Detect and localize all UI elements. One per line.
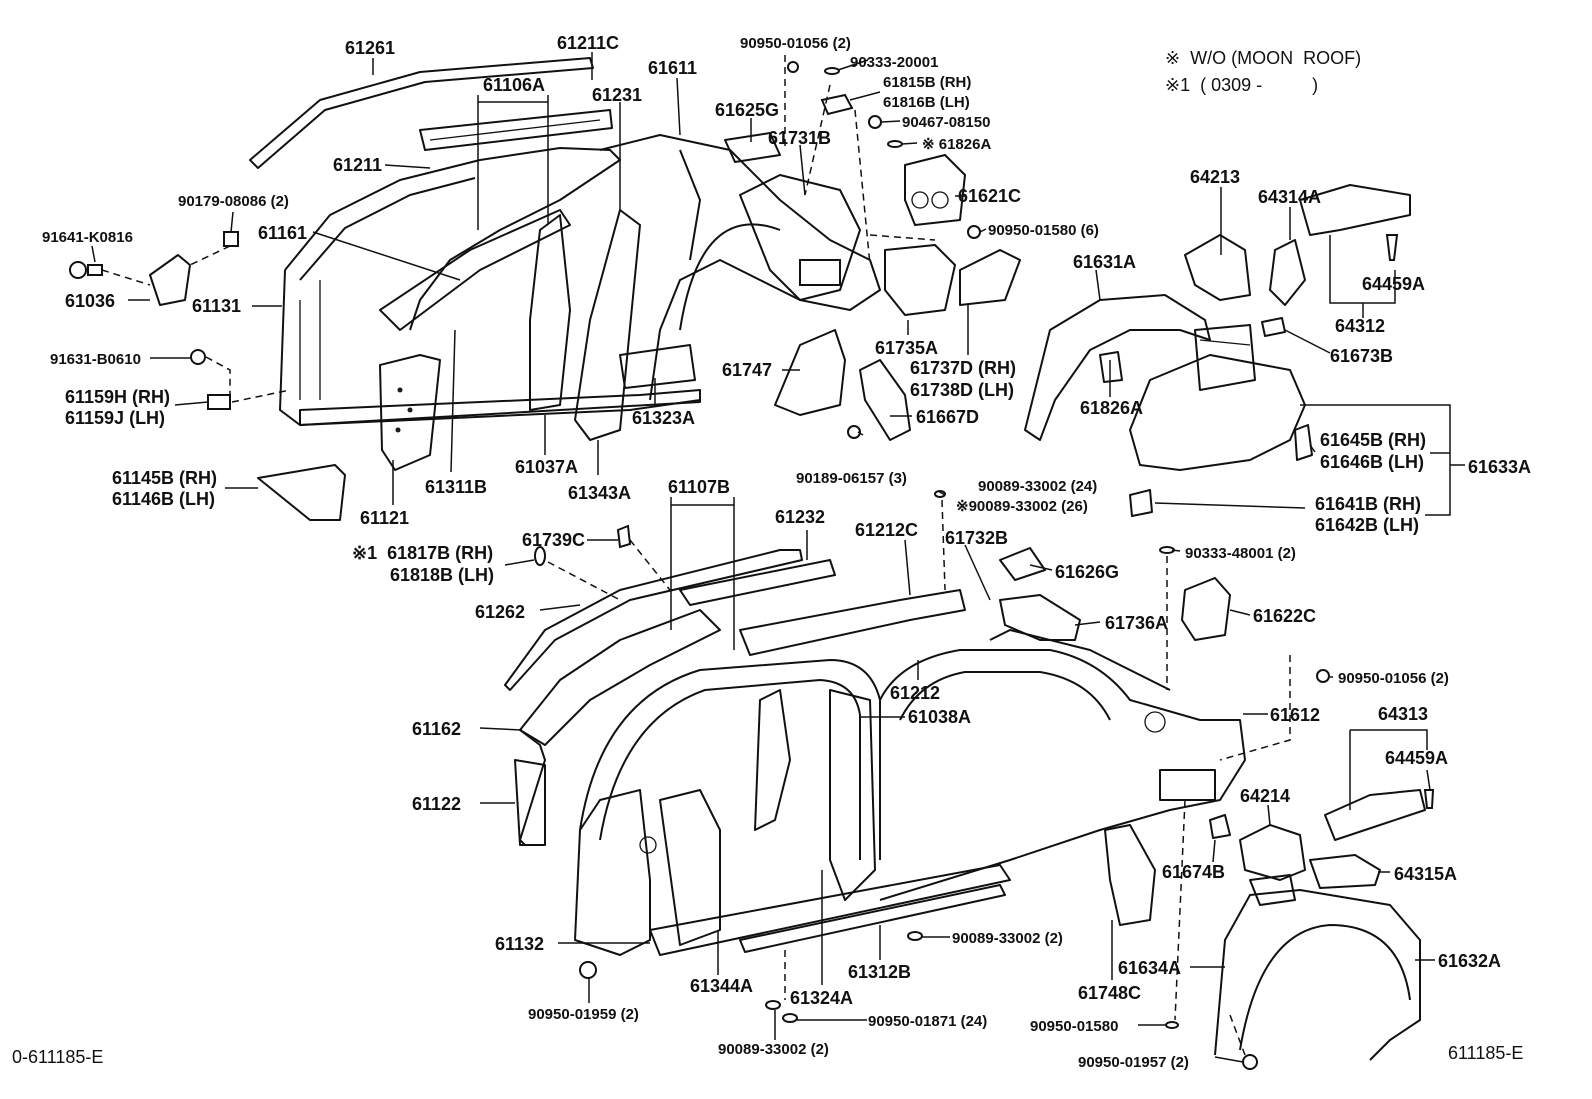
part-label-61815b[interactable]: 61815B (RH): [883, 74, 972, 91]
part-label-61211c[interactable]: 61211C: [557, 33, 620, 53]
part-label-61818b[interactable]: 61818B (LH): [390, 565, 495, 585]
part-label-61646b[interactable]: 61646B (LH): [1320, 452, 1425, 472]
part-label-61262[interactable]: 61262: [475, 602, 526, 622]
part-label-90089-33002-26[interactable]: ※90089-33002 (26): [956, 498, 1088, 515]
part-label-61323a[interactable]: 61323A: [632, 408, 696, 428]
diagram-code-right: 611185-E: [1448, 1043, 1524, 1063]
part-label-61641b[interactable]: 61641B (RH): [1315, 494, 1422, 514]
diagram-code-left: 0-611185-E: [12, 1047, 104, 1067]
part-label-61231[interactable]: 61231: [592, 85, 643, 105]
part-label-90333-20001[interactable]: 90333-20001: [850, 54, 939, 71]
part-label-61611[interactable]: 61611: [648, 58, 698, 78]
part-label-61748c[interactable]: 61748C: [1078, 983, 1142, 1003]
part-label-90467-08150[interactable]: 90467-08150: [902, 114, 991, 131]
part-label-61145b[interactable]: 61145B (RH): [112, 468, 218, 488]
part-label-61826a-upper[interactable]: ※ 61826A: [922, 136, 992, 153]
part-label-64313[interactable]: 64313: [1378, 704, 1429, 724]
part-label-61667d[interactable]: 61667D: [916, 407, 980, 427]
part-label-61038a[interactable]: 61038A: [908, 707, 972, 727]
part-label-61612[interactable]: 61612: [1270, 705, 1321, 725]
part-label-61122[interactable]: 61122: [412, 794, 462, 814]
part-label-64459a-lower[interactable]: 64459A: [1385, 748, 1449, 768]
part-label-61731b[interactable]: 61731B: [768, 128, 832, 148]
part-label-90950-01580-upper[interactable]: 90950-01580 (6): [988, 222, 1099, 239]
part-label-61037a[interactable]: 61037A: [515, 457, 579, 477]
part-label-90179-08086[interactable]: 90179-08086 (2): [178, 193, 289, 210]
part-label-61211[interactable]: 61211: [333, 155, 383, 175]
part-label-91641-k0816[interactable]: 91641-K0816: [42, 229, 133, 246]
part-label-61621c[interactable]: 61621C: [958, 186, 1022, 206]
part-label-61747[interactable]: 61747: [722, 360, 773, 380]
part-label-90089-33002-2-lower[interactable]: 90089-33002 (2): [718, 1041, 829, 1058]
part-label-61633a[interactable]: 61633A: [1468, 457, 1532, 477]
part-label-90950-01580-lower[interactable]: 90950-01580: [1030, 1018, 1119, 1035]
part-label-61634a[interactable]: 61634A: [1118, 958, 1182, 978]
part-label-90950-01056-upper[interactable]: 90950-01056 (2): [740, 35, 851, 52]
part-label-61631a[interactable]: 61631A: [1073, 252, 1137, 272]
part-label-64312[interactable]: 64312: [1335, 316, 1386, 336]
part-label-61817b[interactable]: ※1 61817B (RH): [352, 543, 494, 563]
part-label-61737d[interactable]: 61737D (RH): [910, 358, 1017, 378]
part-label-90089-33002-2-upper[interactable]: 90089-33002 (2): [952, 930, 1063, 947]
part-label-90189-06157[interactable]: 90189-06157 (3): [796, 470, 907, 487]
part-label-61816b[interactable]: 61816B (LH): [883, 94, 970, 111]
part-label-61622c[interactable]: 61622C: [1253, 606, 1317, 626]
part-label-90950-01959[interactable]: 90950-01959 (2): [528, 1006, 639, 1023]
part-label-61732b[interactable]: 61732B: [945, 528, 1009, 548]
part-label-61106a[interactable]: 61106A: [483, 75, 546, 95]
part-label-61036[interactable]: 61036: [65, 291, 116, 311]
part-label-61674b[interactable]: 61674B: [1162, 862, 1226, 882]
note-production-period: ※1 ( 0309 - ): [1165, 75, 1319, 95]
part-label-61344a[interactable]: 61344A: [690, 976, 754, 996]
part-label-61324a[interactable]: 61324A: [790, 988, 854, 1008]
part-label-61261[interactable]: 61261: [345, 38, 396, 58]
part-label-61146b[interactable]: 61146B (LH): [112, 489, 216, 509]
part-label-61212[interactable]: 61212: [890, 683, 941, 703]
part-label-61121[interactable]: 61121: [360, 508, 410, 528]
part-label-61161[interactable]: 61161: [258, 223, 308, 243]
part-label-61735a[interactable]: 61735A: [875, 338, 939, 358]
part-label-61626g[interactable]: 61626G: [1055, 562, 1120, 582]
part-label-61632a[interactable]: 61632A: [1438, 951, 1502, 971]
part-label-91631-b0610[interactable]: 91631-B0610: [50, 351, 141, 368]
part-label-90950-01871[interactable]: 90950-01871 (24): [868, 1013, 988, 1030]
lower-side-panel-drawing: [504, 490, 1435, 1070]
part-label-61826a-mid[interactable]: 61826A: [1080, 398, 1144, 418]
part-label-64459a-upper[interactable]: 64459A: [1362, 274, 1426, 294]
part-label-61232[interactable]: 61232: [775, 507, 826, 527]
note-without-moonroof: ※ W/O (MOON ROOF): [1165, 48, 1362, 68]
upper-side-panel-drawing: [69, 55, 1411, 521]
part-label-61162[interactable]: 61162: [412, 719, 462, 739]
part-label-90089-33002-24[interactable]: 90089-33002 (24): [978, 478, 1098, 495]
part-label-61311b[interactable]: 61311B: [425, 477, 488, 497]
part-label-64213[interactable]: 64213: [1190, 167, 1241, 187]
part-label-61738d[interactable]: 61738D (LH): [910, 380, 1015, 400]
part-label-61673b[interactable]: 61673B: [1330, 346, 1394, 366]
part-label-61312b[interactable]: 61312B: [848, 962, 912, 982]
part-label-61642b[interactable]: 61642B (LH): [1315, 515, 1420, 535]
part-label-61159h[interactable]: 61159H (RH): [65, 387, 171, 407]
part-label-61739c[interactable]: 61739C: [522, 530, 586, 550]
part-label-61343a[interactable]: 61343A: [568, 483, 632, 503]
part-label-90950-01957[interactable]: 90950-01957 (2): [1078, 1054, 1189, 1071]
part-label-61625g[interactable]: 61625G: [715, 100, 780, 120]
part-label-61645b[interactable]: 61645B (RH): [1320, 430, 1427, 450]
leader-lines: [91, 52, 1465, 1063]
part-label-64214[interactable]: 64214: [1240, 786, 1291, 806]
part-label-61212c[interactable]: 61212C: [855, 520, 919, 540]
part-label-61132[interactable]: 61132: [495, 934, 545, 954]
part-label-64314a[interactable]: 64314A: [1258, 187, 1322, 207]
part-label-90950-01056-lower[interactable]: 90950-01056 (2): [1338, 670, 1449, 687]
part-label-61736a[interactable]: 61736A: [1105, 613, 1169, 633]
part-label-61131[interactable]: 61131: [192, 296, 242, 316]
part-label-90333-48001[interactable]: 90333-48001 (2): [1185, 545, 1296, 562]
part-label-64315a[interactable]: 64315A: [1394, 864, 1458, 884]
part-label-61159j[interactable]: 61159J (LH): [65, 408, 166, 428]
part-label-61107b[interactable]: 61107B: [668, 477, 731, 497]
